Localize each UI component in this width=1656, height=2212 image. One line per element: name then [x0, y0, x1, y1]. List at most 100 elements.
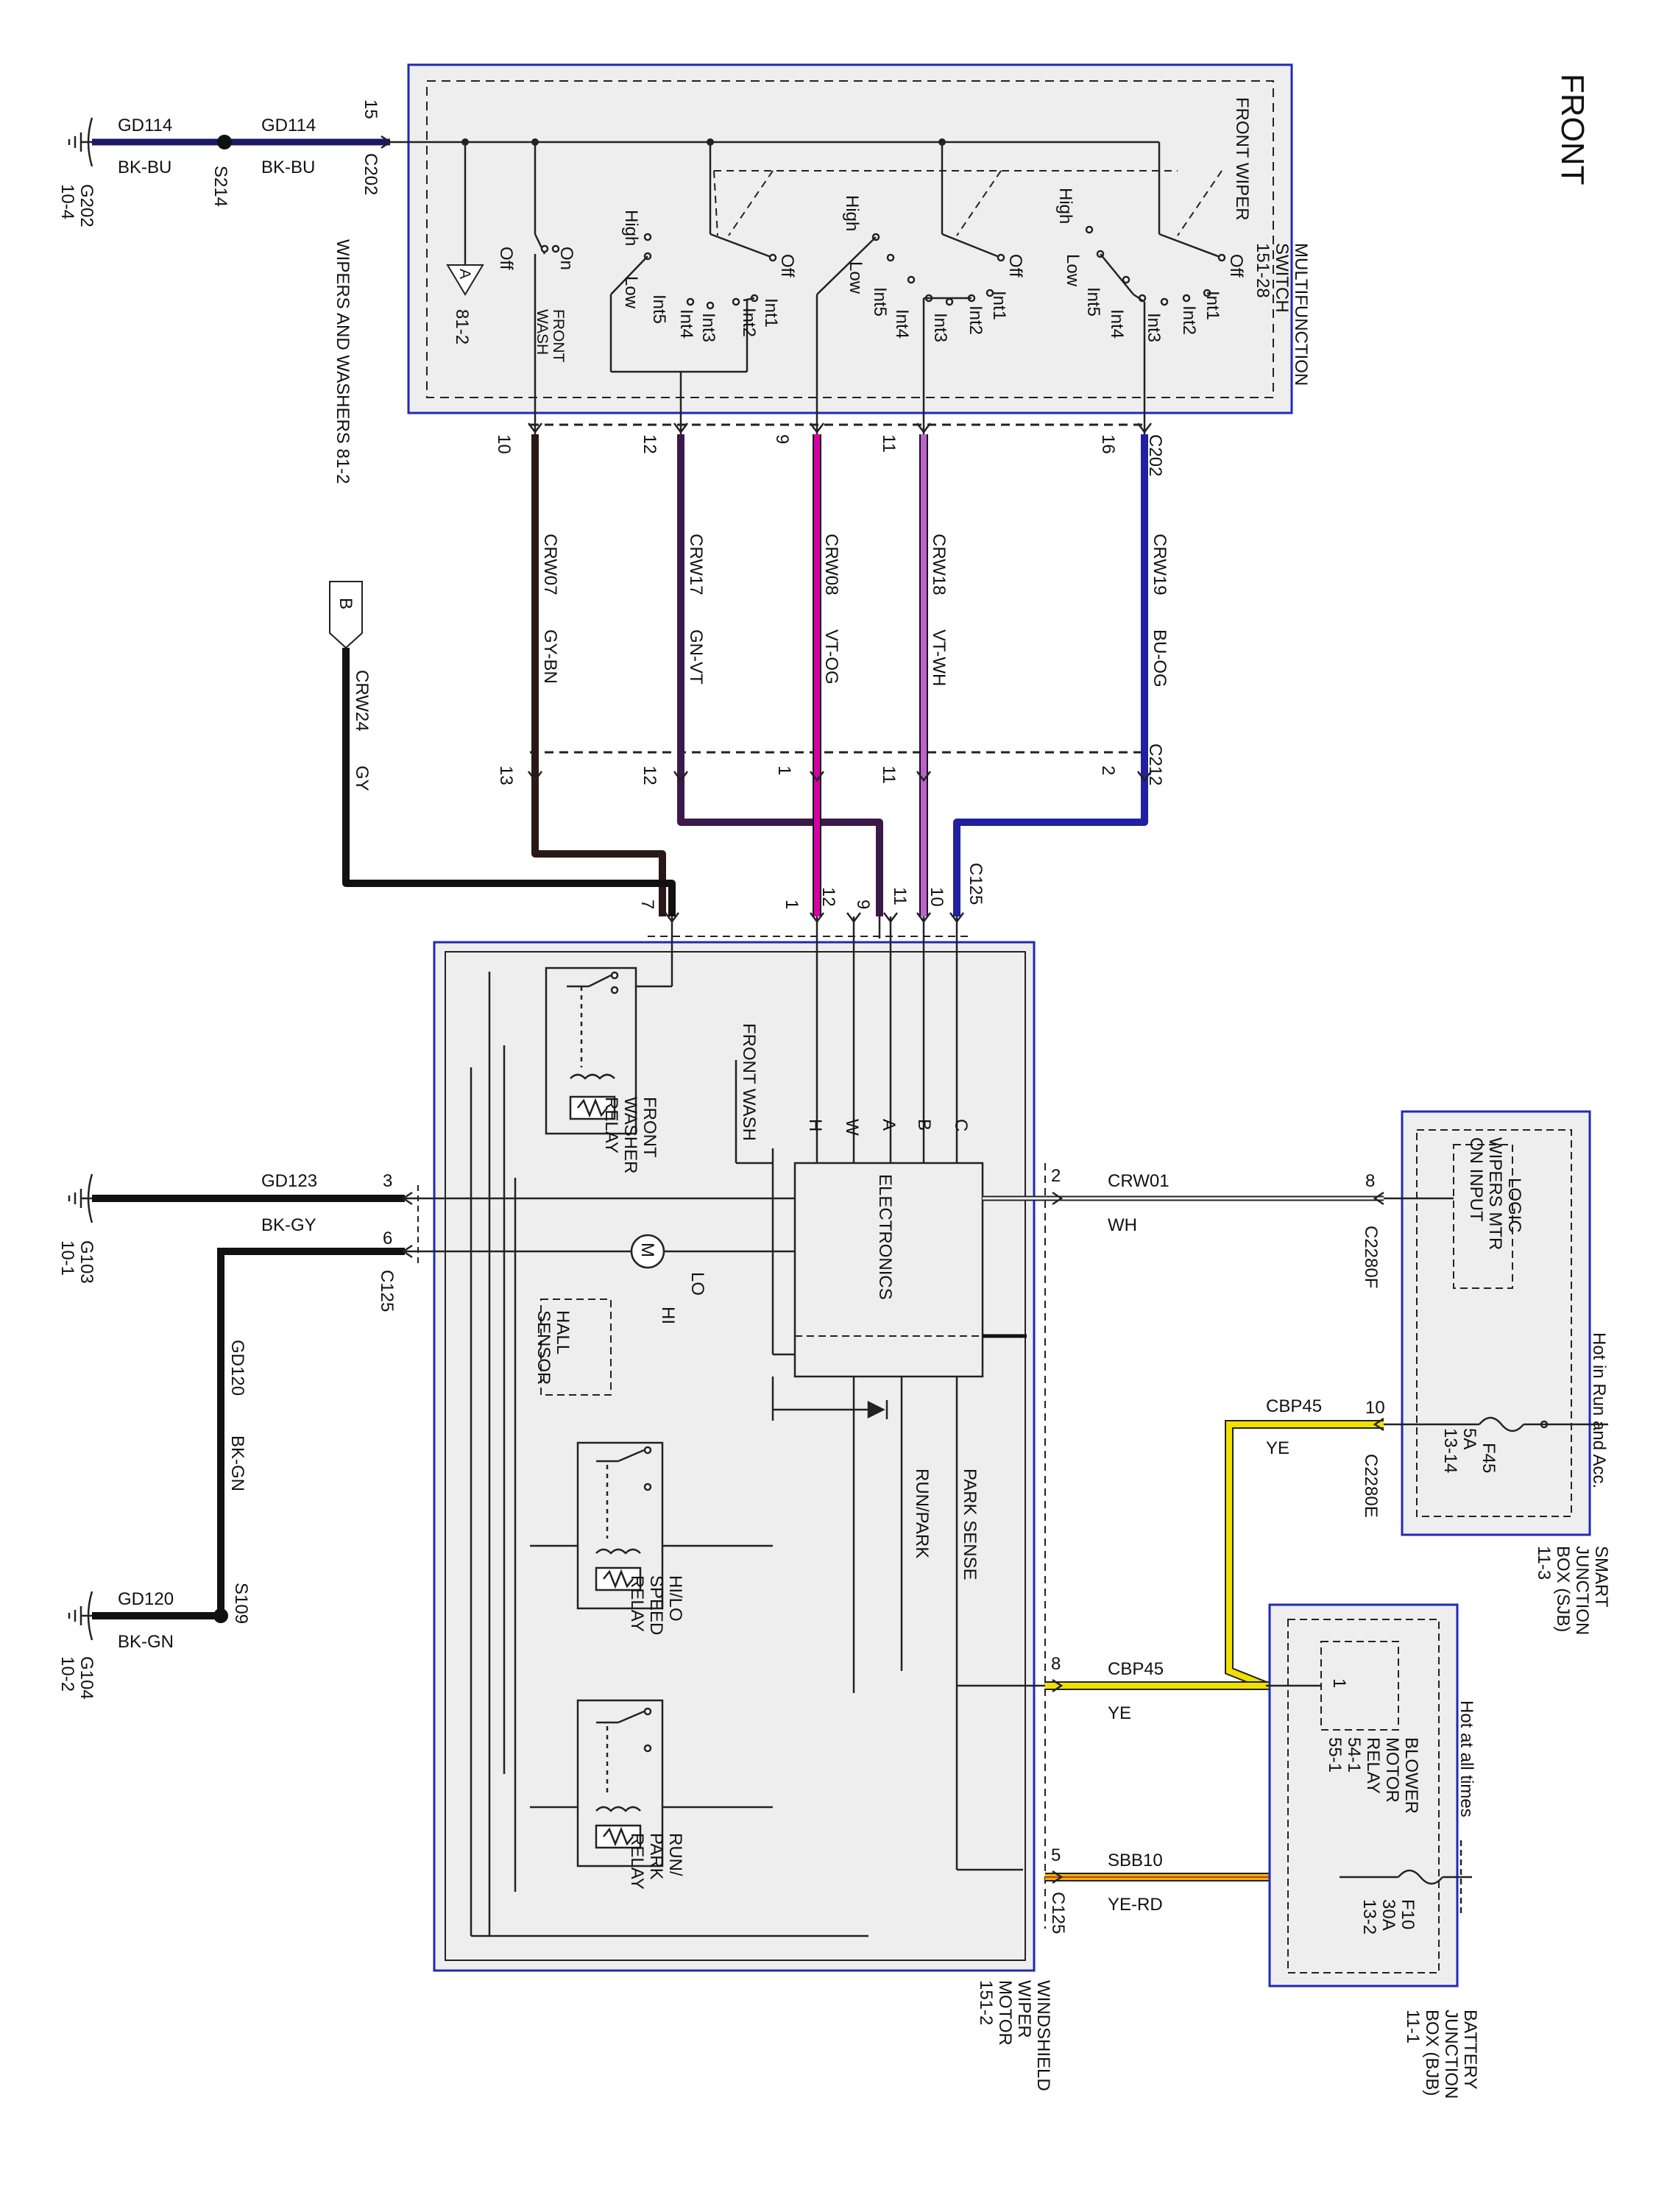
c125-pin-8: 8	[1051, 1654, 1061, 1674]
hot-run-acc-label: Hot in Run and Acc.	[1589, 1332, 1609, 1488]
hilo-speed-relay	[576, 1441, 664, 1610]
sbb10-circuit: SBB10	[1108, 1851, 1163, 1870]
motor-symbol	[630, 1234, 665, 1269]
diode	[773, 1400, 888, 1419]
c125-pin-11: 11	[890, 887, 910, 905]
crw07-circuit: CRW07	[540, 534, 560, 596]
wire-crw24	[342, 648, 676, 916]
crw17-circuit: CRW17	[686, 534, 706, 596]
sel3-int3: Int3	[1144, 313, 1164, 342]
g202-label: G202 10-4	[57, 184, 96, 232]
c125-right-label: C125	[1048, 1892, 1068, 1934]
sjb-inner-dash	[1416, 1129, 1572, 1517]
run-park-relay	[576, 1699, 664, 1868]
c202-top-label: C202	[361, 153, 381, 195]
c125-pin-10: 10	[927, 887, 946, 907]
blower-relay-pin-1: 1	[1329, 1678, 1349, 1688]
cbp45-bot-color: YE	[1108, 1703, 1131, 1723]
wire-crw17	[677, 434, 883, 916]
park-sense-label: PARK SENSE	[960, 1469, 980, 1580]
crw01-color: WH	[1108, 1215, 1137, 1235]
gd114-left-circuit: GD114	[118, 116, 172, 135]
switch-mechanical-linkage	[713, 170, 1222, 236]
gd123-circuit: GD123	[261, 1171, 317, 1191]
wire-crw19	[953, 434, 1148, 916]
c202-pin-16: 16	[1098, 434, 1118, 454]
front-wash-off: Off	[496, 247, 516, 270]
c2280f-pin-8: 8	[1365, 1171, 1375, 1191]
gd114-right-color: BK-BU	[261, 158, 315, 177]
cbp45-top-circuit: CBP45	[1266, 1396, 1322, 1416]
front-wash-on: On	[556, 247, 576, 270]
sel3-int5: Int5	[1083, 287, 1103, 317]
c202-pin-15: 15	[361, 99, 381, 119]
sel2-int3: Int3	[930, 313, 950, 342]
crw19-circuit: CRW19	[1150, 534, 1170, 596]
s214-splice	[217, 135, 232, 149]
multifunction-switch-box	[407, 63, 1293, 414]
c125-left-label: C125	[377, 1270, 397, 1312]
front-wiper-label: FRONT WIPER	[1232, 97, 1252, 221]
c202-pin-10: 10	[494, 434, 514, 454]
sel1-low: Low	[621, 276, 641, 309]
sel1-int4: Int4	[676, 309, 696, 339]
c125-pin-5: 5	[1051, 1845, 1061, 1865]
f10-label: F10 30A 13-2	[1359, 1899, 1418, 1934]
motor-hi-label: HI	[658, 1307, 678, 1324]
run-park-relay-label: RUN/ PARK RELAY	[627, 1833, 685, 1890]
f10-fuse	[1340, 1840, 1472, 1914]
left-ground-wires	[92, 1195, 405, 1619]
motor-lo-label: LO	[687, 1272, 707, 1296]
wiper-selector-3	[1085, 225, 1226, 434]
c125-pin-3: 3	[383, 1171, 392, 1191]
f45-label: F45 5A 13-14	[1440, 1428, 1498, 1478]
motor-m-label: M	[637, 1243, 657, 1257]
crw17-color: GN-VT	[686, 629, 706, 685]
cbp45-top-color: YE	[1266, 1438, 1289, 1458]
sel2-int4: Int4	[892, 309, 912, 339]
c2280e-label: C2280E	[1361, 1454, 1381, 1518]
sel3-int1: Int1	[1203, 291, 1222, 320]
gd120-h-color: BK-GN	[118, 1632, 174, 1652]
front-wash-internal-label: FRONT WASH	[739, 1023, 759, 1141]
multifunction-switch-label: MULTIFUNCTION SWITCH 151-28	[1253, 243, 1311, 391]
c2280e-pin-10: 10	[1365, 1398, 1385, 1418]
motor-internal-feeds	[604, 916, 958, 1163]
c2280f-label: C2280F	[1361, 1226, 1381, 1288]
motor-internal-lines	[405, 972, 1023, 1937]
sel1-int1: Int1	[761, 298, 781, 328]
sbb10-color: YE-RD	[1108, 1895, 1163, 1915]
sel2-int5: Int5	[870, 287, 890, 317]
ref-a-letter: A	[456, 269, 473, 279]
c202-pin-11: 11	[879, 434, 899, 453]
sel3-high: High	[1055, 188, 1075, 224]
sel2-int2: Int2	[966, 305, 986, 335]
crw18-circuit: CRW18	[929, 534, 949, 596]
logic-box	[1453, 1144, 1513, 1289]
bjb-label: BATTERY JUNCTION BOX (BJB) 11-1	[1403, 2010, 1480, 2104]
wiper-motor-box	[433, 941, 1036, 1972]
c212-pin-2: 2	[1098, 766, 1118, 775]
sel3-off: Off	[1226, 254, 1246, 278]
crw08-color: VT-OG	[821, 629, 841, 685]
c125-pin-12: 12	[818, 887, 838, 907]
ref-b-pentagon	[329, 581, 363, 649]
sel1-int5: Int5	[649, 294, 669, 324]
front-wash-switch	[534, 233, 560, 434]
sjb-label: SMART JUNCTION BOX (SJB) 11-3	[1534, 1546, 1611, 1640]
sel3-int4: Int4	[1107, 309, 1127, 339]
c125-pin-7: 7	[637, 900, 657, 909]
c202-pin-9: 9	[772, 434, 792, 444]
c125-pin-6: 6	[383, 1229, 392, 1248]
crw08-circuit: CRW08	[821, 534, 841, 596]
wiper-motor-inner	[445, 951, 1026, 1961]
c125-pin-2: 2	[1051, 1166, 1061, 1186]
ref-b-letter: B	[336, 598, 355, 609]
gd114-left-color: BK-BU	[118, 158, 171, 177]
cbp45-bot-circuit: CBP45	[1108, 1659, 1164, 1679]
wipers-washers-ref: WIPERS AND WASHERS 81-2	[333, 239, 353, 484]
s109-label: S109	[231, 1583, 251, 1624]
c202-label: C202	[1145, 434, 1165, 476]
f45-fuse	[1384, 1416, 1608, 1432]
run-park-label: RUN/PARK	[912, 1469, 932, 1558]
